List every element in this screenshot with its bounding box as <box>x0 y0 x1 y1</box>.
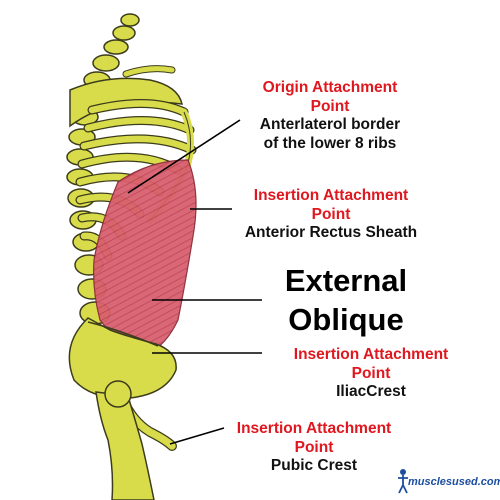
origin-label: Origin Attachment Point Anterlaterol bor… <box>232 79 428 153</box>
watermark-text: musclesused.com <box>408 476 500 488</box>
external-oblique-muscle <box>93 159 197 353</box>
insertion-rectus-description: Anterior Rectus Sheath <box>244 224 418 242</box>
insertion-rectus-title: Insertion Attachment Point <box>253 187 409 223</box>
leader-insertion-pubic <box>169 427 225 445</box>
watermark: musclesused.com <box>396 468 500 496</box>
figure-icon <box>398 469 408 494</box>
iliac-crest <box>87 321 159 347</box>
leader-lines <box>127 119 262 445</box>
insertion-iliac-description: IliacCrest <box>336 383 406 401</box>
femur-head <box>104 380 132 408</box>
muscle-name-title: External Oblique <box>284 263 408 337</box>
insertion-iliac-title: Insertion Attachment Point <box>293 346 449 382</box>
leader-origin <box>127 119 241 194</box>
femur <box>95 391 155 500</box>
insertion-rectus-label: Insertion Attachment Point Anterior Rect… <box>226 187 436 243</box>
insertion-pubic-description: Pubic Crest <box>270 457 358 475</box>
insertion-iliac-label: Insertion Attachment Point IliacCrest <box>252 346 490 402</box>
origin-description: Anterlaterol border of the lower 8 ribs <box>259 116 401 152</box>
insertion-pubic-title: Insertion Attachment Point <box>236 420 392 456</box>
insertion-pubic-label: Insertion Attachment Point Pubic Crest <box>214 420 414 476</box>
origin-title: Origin Attachment Point <box>262 79 398 115</box>
